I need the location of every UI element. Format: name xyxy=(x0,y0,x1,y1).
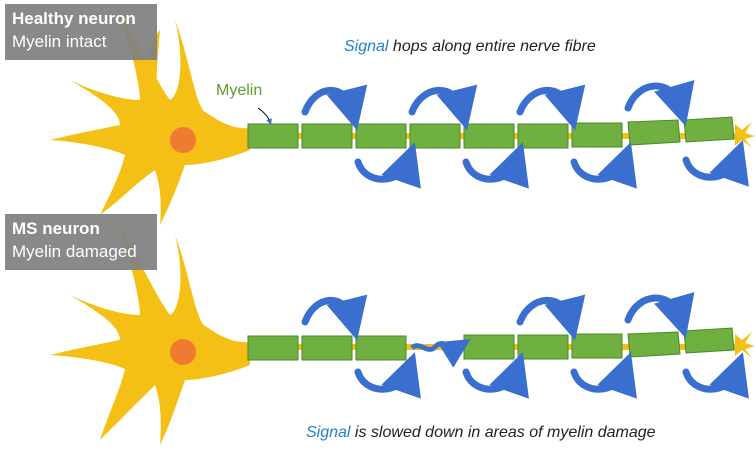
ms-signal-arrows xyxy=(301,292,749,399)
signal-arrow-over xyxy=(624,292,695,339)
signal-arrow-under xyxy=(570,352,637,399)
myelin-segment xyxy=(409,123,461,149)
signal-arrow-over xyxy=(624,80,695,127)
myelin-segment xyxy=(247,335,299,361)
ms-caption-text: is slowed down in areas of myelin damage xyxy=(350,424,656,441)
ms-myelin-segments xyxy=(247,327,735,361)
myelin-segment xyxy=(571,333,623,359)
myelin-segment xyxy=(517,123,569,149)
healthy-neuron-subtitle: Myelin intact xyxy=(12,31,107,51)
healthy-signal-arrows xyxy=(301,80,749,189)
myelin-segment xyxy=(463,123,515,149)
ms-neuron-label: MS neuron Myelin damaged xyxy=(5,214,157,270)
myelin-pointer-arrow xyxy=(257,107,272,125)
myelin-segment xyxy=(301,123,353,149)
healthy-axon-terminal xyxy=(735,122,755,148)
signal-arrow-under xyxy=(682,352,749,399)
myelin-segment xyxy=(571,122,623,148)
signal-arrow-under xyxy=(462,142,529,189)
signal-arrow-under xyxy=(570,142,637,189)
myelin-segment xyxy=(517,334,569,360)
myelin-segment xyxy=(355,123,407,149)
signal-arrow-under xyxy=(354,352,421,399)
signal-arrow-over xyxy=(301,294,368,341)
ms-neuron-title: MS neuron xyxy=(12,219,100,238)
myelin-segment xyxy=(627,331,681,358)
signal-arrow-over xyxy=(408,84,478,131)
signal-arrow-over xyxy=(516,84,586,131)
healthy-myelin-segments xyxy=(247,116,735,149)
myelin-segment xyxy=(683,327,735,354)
healthy-caption: Signal hops along entire nerve fibre xyxy=(344,38,596,56)
myelin-label: Myelin xyxy=(216,82,263,99)
myelin-segment xyxy=(247,123,299,149)
ms-neuron-cell-body xyxy=(50,220,250,445)
ms-nucleus xyxy=(170,339,196,365)
healthy-neuron-cell-body xyxy=(50,5,250,225)
ms-caption: Signal is slowed down in areas of myelin… xyxy=(306,424,656,442)
myelin-segment xyxy=(301,335,353,361)
healthy-neuron-label: Healthy neuron Myelin intact xyxy=(5,4,157,60)
myelin-segment xyxy=(355,335,407,361)
ms-neuron-subtitle: Myelin damaged xyxy=(12,241,137,261)
myelin-segment xyxy=(463,334,515,360)
signal-arrow-over xyxy=(516,294,586,341)
signal-word: Signal xyxy=(344,38,389,55)
signal-arrow-over xyxy=(301,84,368,131)
slow-signal-wave xyxy=(410,339,471,368)
signal-arrow-under xyxy=(462,352,529,399)
healthy-caption-text: hops along entire nerve fibre xyxy=(388,38,596,55)
ms-neuron xyxy=(50,220,755,445)
ms-axon-terminal xyxy=(735,332,755,358)
healthy-nucleus xyxy=(170,127,196,153)
myelin-segment xyxy=(683,116,735,143)
healthy-neuron-title: Healthy neuron xyxy=(12,9,136,28)
signal-word: Signal xyxy=(306,424,351,441)
myelin-segment xyxy=(627,119,681,146)
signal-arrow-under xyxy=(682,140,749,187)
healthy-neuron xyxy=(50,5,755,225)
signal-arrow-under xyxy=(354,142,421,189)
